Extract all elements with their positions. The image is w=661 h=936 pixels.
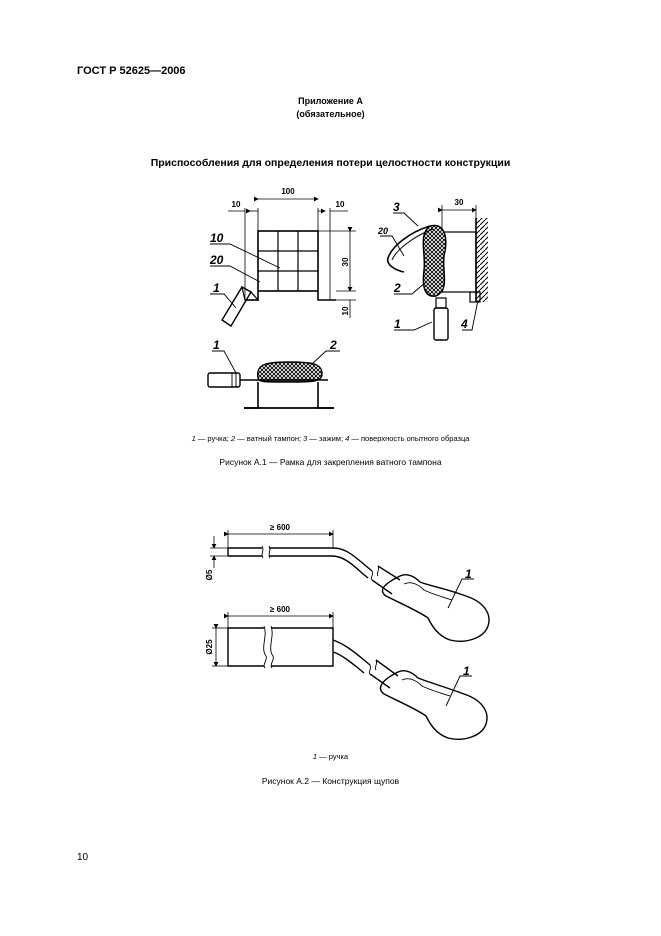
label-3-clamp: 3 [393,200,400,214]
figure-a1-legend: 1 — ручка; 2 — ватный тампон; 3 — зажим;… [0,434,661,443]
label-1-bottom: 1 [213,338,220,352]
dim-length-bottom: ≥ 600 [270,605,291,614]
page-number: 10 [77,852,89,863]
legend-num-1: 1 [191,434,196,443]
annex-title: Приложение А [298,96,363,106]
dim-10-right: 10 [336,200,345,209]
figure-a1-caption: Рисунок А.1 — Рамка для закрепления ватн… [219,457,442,467]
legend-text-3: — зажим; [307,434,346,443]
legend-num-4: 4 [345,434,350,443]
legend-num-2: 2 [230,434,236,443]
thick-probe-drawing [212,612,488,740]
label-1-handle: 1 [213,281,220,295]
figure-a2-caption: Рисунок А.2 — Конструкция щупов [261,776,400,786]
label-1-probe-bottom: 1 [463,664,470,678]
legend-text-2: — ватный тампон; [235,434,304,443]
label-4-surface: 4 [460,317,468,331]
frame-bottom-view [207,350,340,409]
label-2-swab: 2 [393,281,401,295]
annex-status: (обязательное) [296,109,365,119]
label-10: 10 [210,231,224,245]
figure-a2-legend: 1 — ручка [0,752,661,761]
label-2-bottom: 2 [329,338,337,352]
dim-diameter-top: Ø5 [205,569,214,580]
thin-probe-drawing [210,530,490,642]
dim-30-side: 30 [455,198,464,207]
dim-100: 100 [281,187,295,196]
legend2-num-1: 1 [312,752,318,761]
label-20: 20 [209,253,224,267]
legend-text-4: — поверхность опытного образца [349,434,470,443]
legend-num-3: 3 [303,434,308,443]
label-1-handle-side: 1 [394,317,401,331]
frame-front-view [210,196,356,327]
dim-30-vertical: 30 [341,257,350,266]
legend2-text-1: — ручка [317,752,349,761]
dim-10-vertical: 10 [341,306,350,315]
dim-length-top: ≥ 600 [270,523,291,532]
frame-side-view [380,205,488,341]
dim-10-left: 10 [232,200,241,209]
section-title: Приспособления для определения потери це… [150,157,511,169]
document-header: ГОСТ Р 52625—2006 [77,65,186,77]
label-20-side: 20 [377,226,388,236]
legend-text-1: — ручка; [195,434,231,443]
label-1-probe-top: 1 [465,567,472,581]
dim-diameter-bottom: Ø25 [205,639,214,655]
